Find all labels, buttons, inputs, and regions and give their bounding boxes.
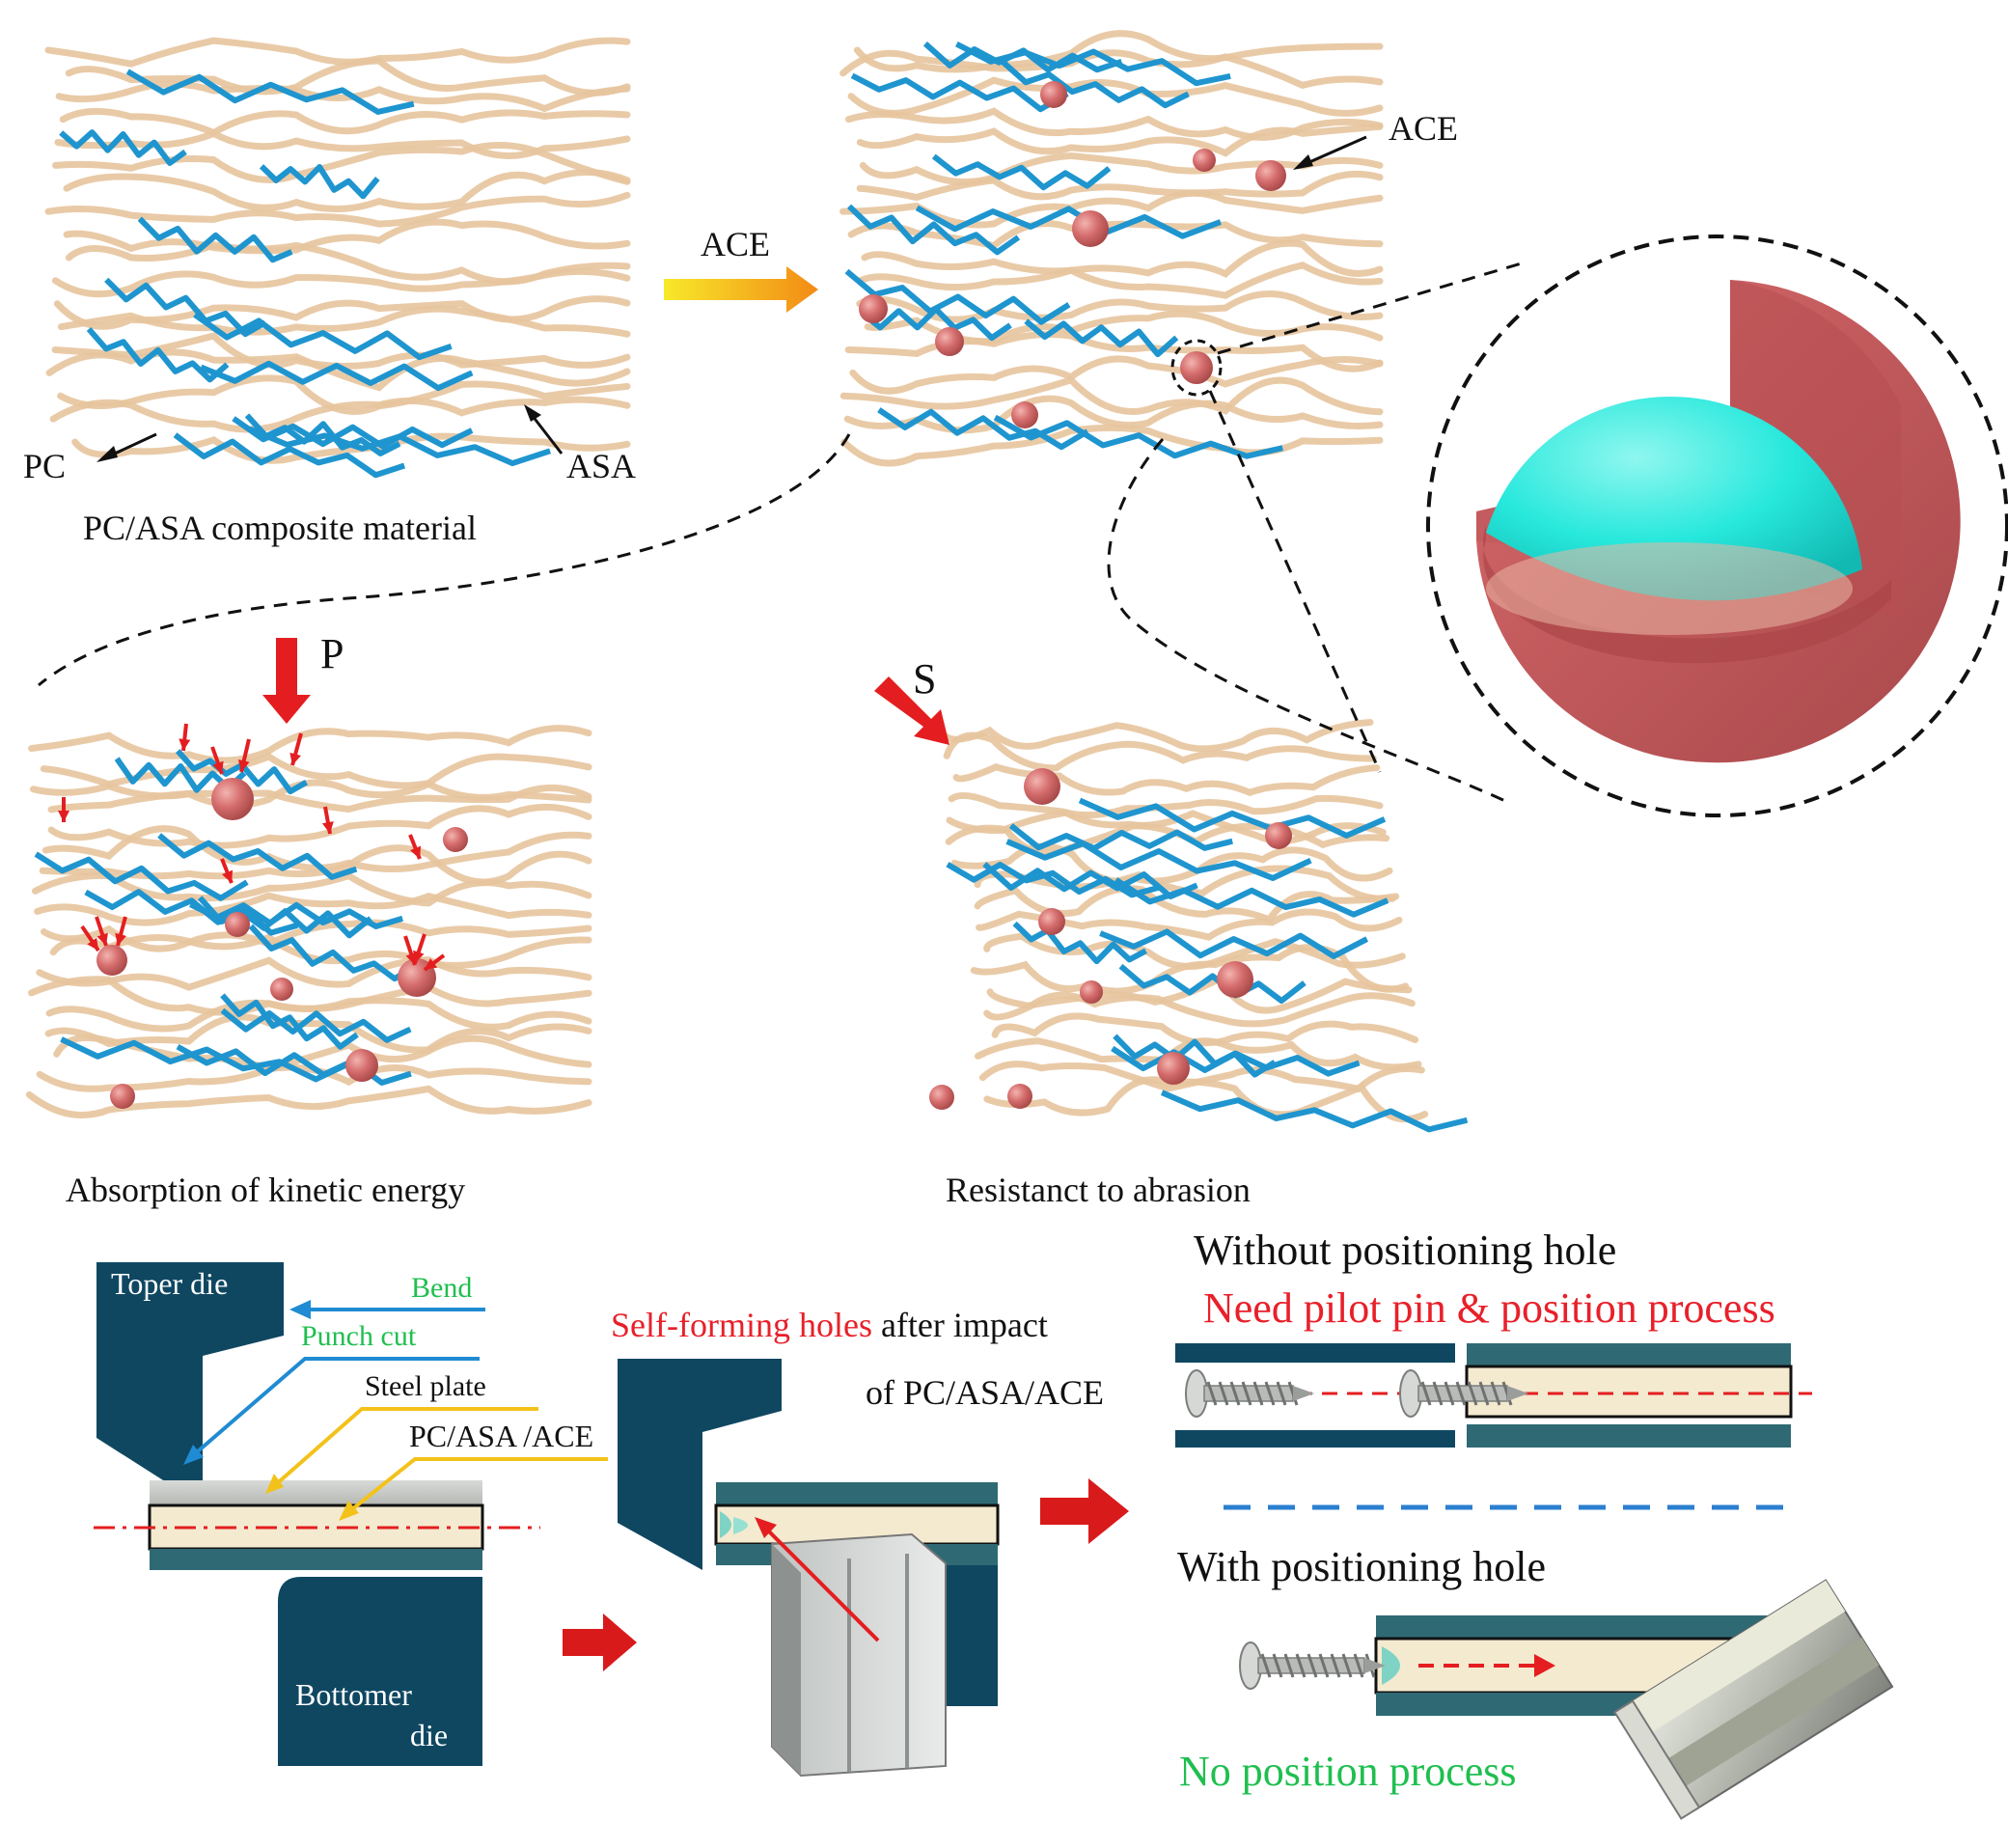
dashed-zoom-curve	[1107, 438, 1506, 803]
abrasion-caption: Resistanct to abrasion	[946, 1171, 1251, 1209]
with-hole-assembly	[1239, 1579, 1894, 1820]
die-assembly	[94, 1262, 540, 1766]
process-arrow-1	[563, 1614, 637, 1671]
ace-addition-arrow	[664, 266, 818, 313]
ace-particle-label: ACE	[1389, 109, 1458, 148]
bottom-die-label-1: Bottomer	[295, 1677, 412, 1712]
self-forming-caption-line2: of PC/ASA/ACE	[866, 1373, 1105, 1412]
steel-plate-label: Steel plate	[365, 1370, 486, 1402]
bend-label: Bend	[411, 1272, 473, 1304]
with-hole-title: With positioning hole	[1177, 1543, 1546, 1590]
punch-cut-label: Punch cut	[301, 1320, 417, 1352]
self-forming-highlight: Self-forming holes	[611, 1306, 872, 1344]
shear-arrow-s	[874, 676, 949, 745]
impact-label: P	[320, 630, 344, 677]
upper-die-label: Toper die	[111, 1266, 229, 1301]
composite-label: PC/ASA /ACE	[409, 1419, 594, 1453]
ace-arrow-label: ACE	[701, 225, 770, 263]
impact-network	[25, 725, 592, 1118]
self-forming-rest: after impact	[871, 1306, 1048, 1344]
bottom-die-label-2: die	[410, 1718, 449, 1752]
pc-asa-ace-network	[839, 30, 1384, 467]
steel-sample-photo	[1613, 1579, 1894, 1820]
composite-caption: PC/ASA composite material	[83, 509, 477, 547]
ace-pointer-arrow	[1300, 135, 1367, 168]
screw-icon	[1239, 1641, 1386, 1690]
absorption-caption: Absorption of kinetic energy	[66, 1171, 466, 1209]
without-hole-title: Without positioning hole	[1194, 1227, 1617, 1274]
screw-icon	[1185, 1369, 1314, 1418]
asa-label: ASA	[566, 447, 637, 485]
process-arrow-2	[1040, 1478, 1129, 1544]
self-forming-hole-assembly	[618, 1359, 1000, 1778]
impact-arrow-p	[262, 638, 311, 724]
energy-absorption-arrows	[58, 723, 446, 972]
dashed-separator-curve	[38, 433, 851, 687]
pc-asa-network	[44, 37, 631, 479]
pc-label: PC	[23, 447, 67, 485]
ace-core-shell-particle	[1426, 234, 2008, 817]
screw-icon	[1399, 1369, 1528, 1418]
with-hole-note: No position process	[1179, 1748, 1517, 1795]
abrasion-network	[929, 718, 1469, 1133]
without-hole-note: Need pilot pin & position process	[1203, 1284, 1775, 1332]
zoom-source-circle	[1170, 339, 1223, 397]
without-hole-assembly	[1175, 1343, 1812, 1448]
self-forming-caption: Self-forming holes after impact	[611, 1305, 1048, 1345]
shear-label: S	[913, 655, 937, 703]
